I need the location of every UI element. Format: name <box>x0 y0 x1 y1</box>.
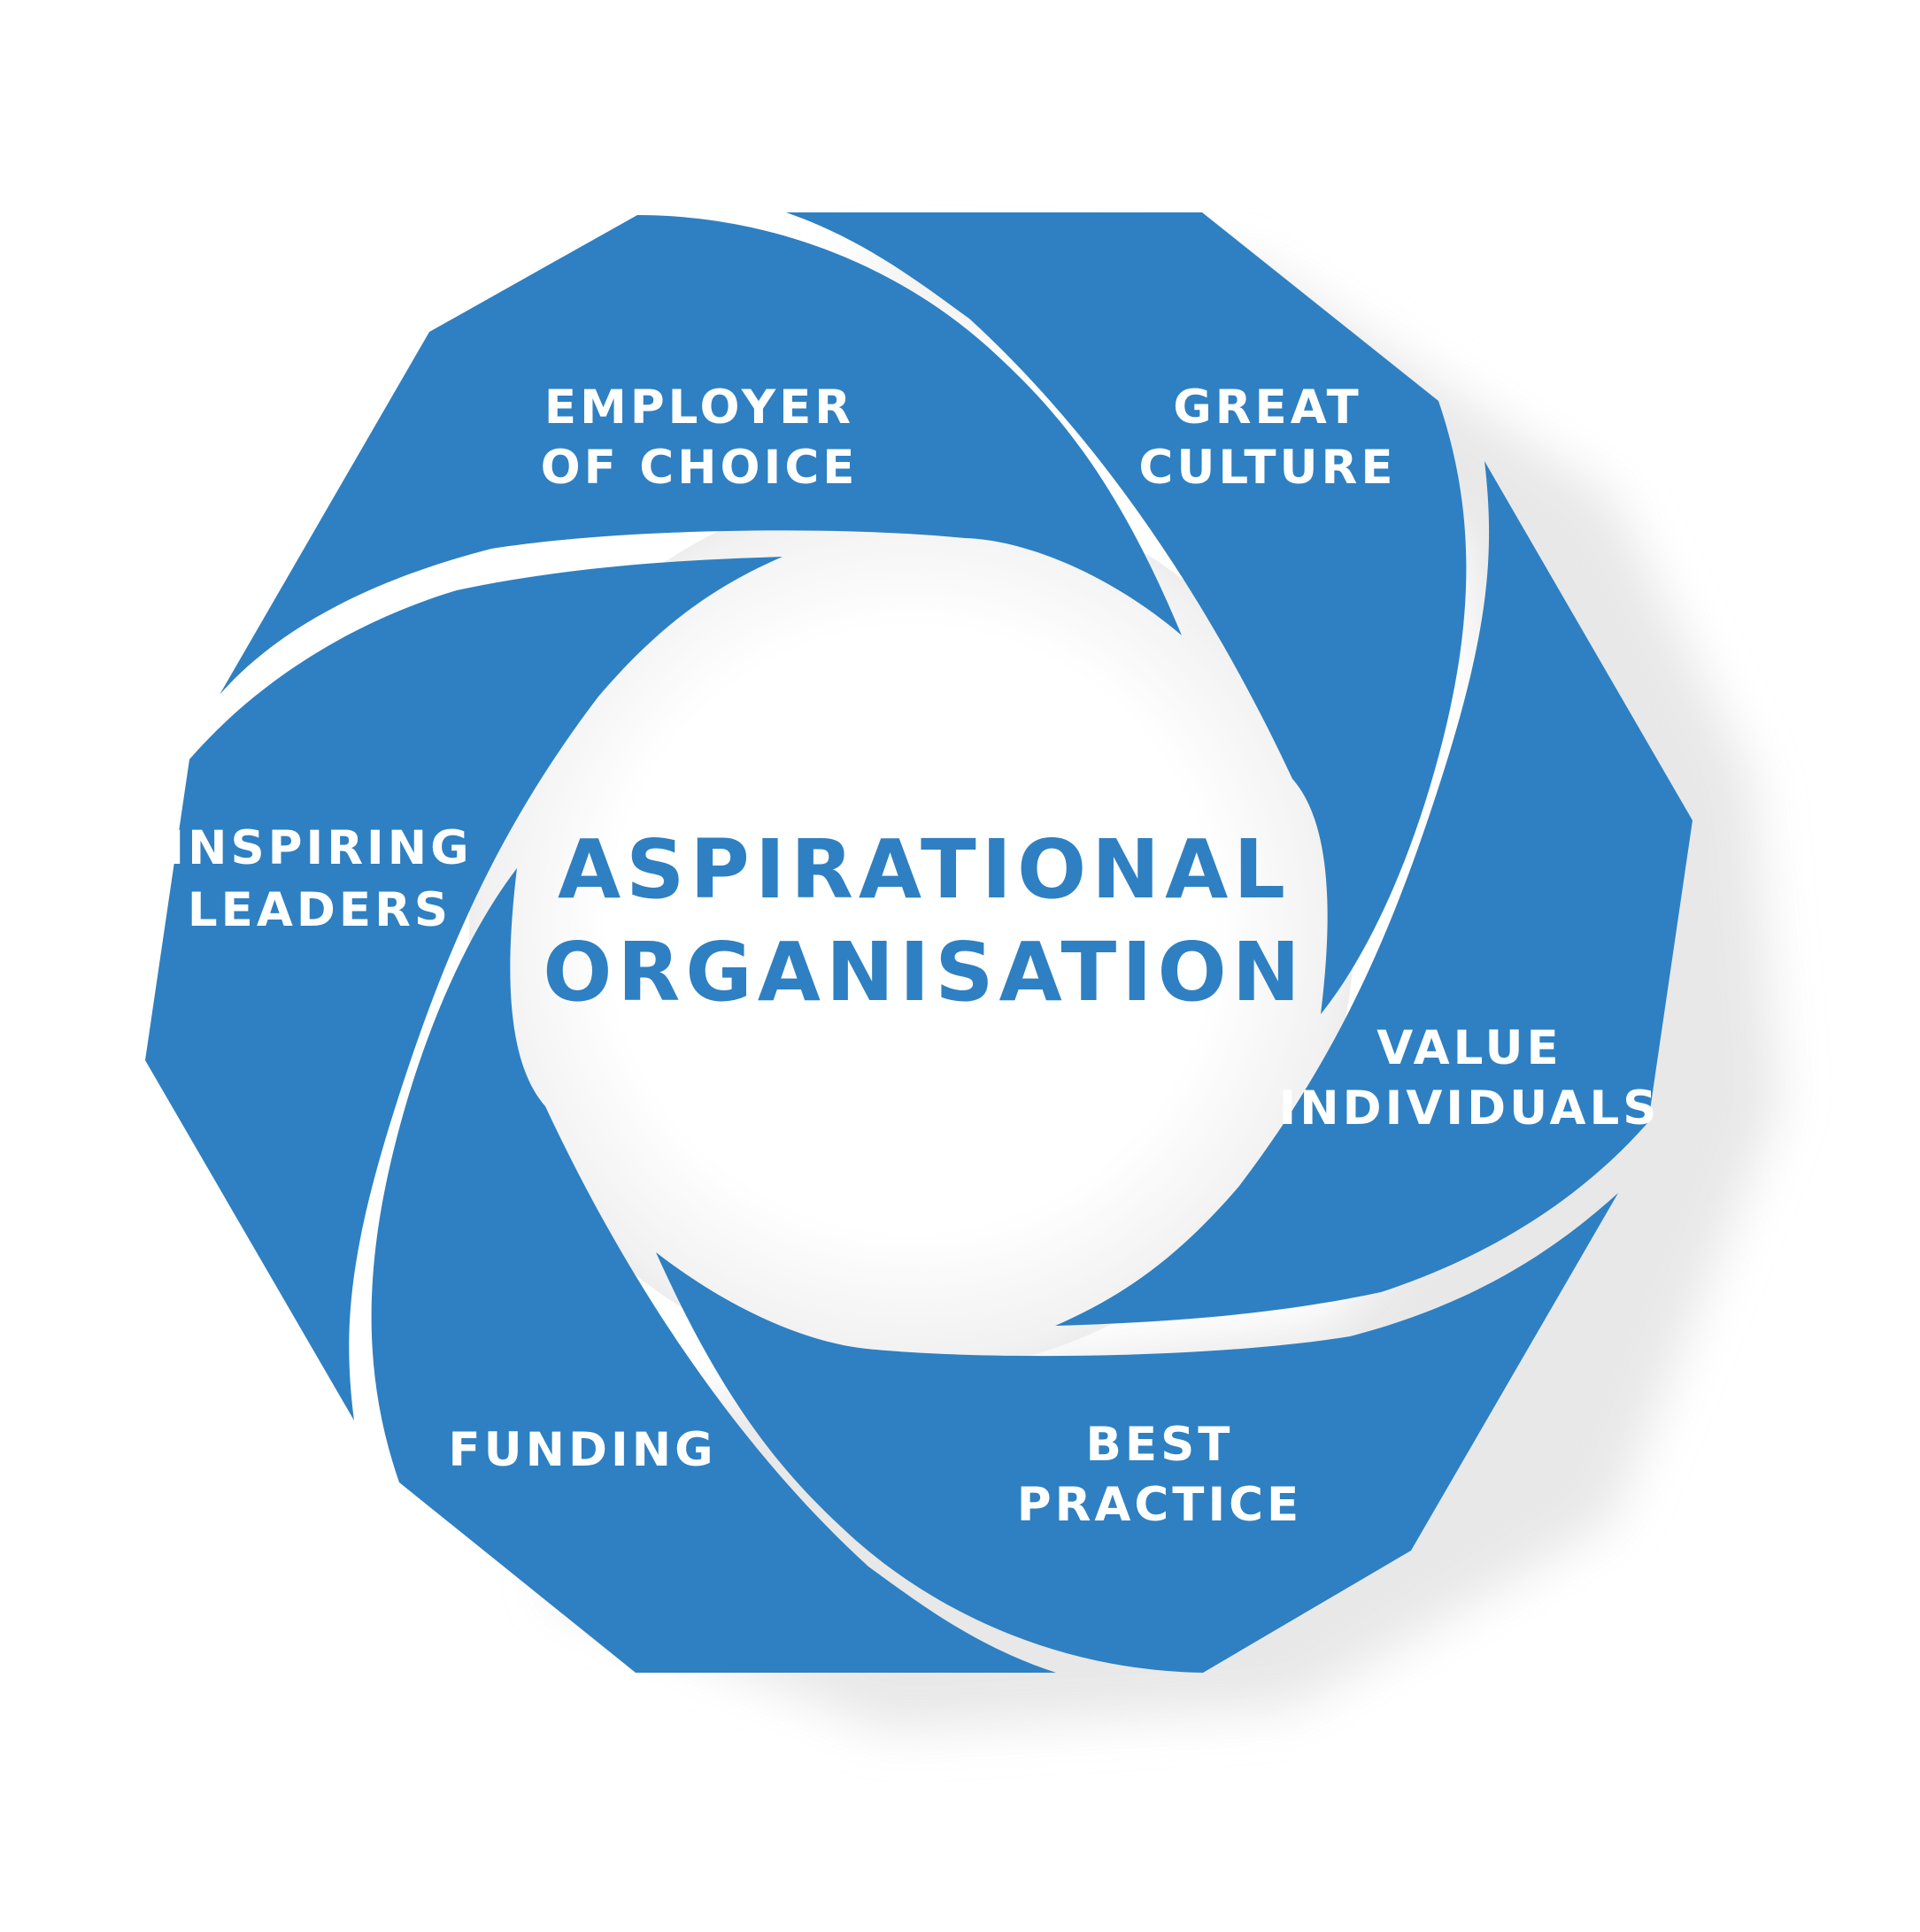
segment-label-line1: VALUE <box>1376 1021 1562 1075</box>
segment-label-line2: LEADERS <box>188 883 451 937</box>
label-great-culture: GREAT CULTURE <box>1138 381 1396 495</box>
segment-inspiring-leaders <box>145 557 783 1420</box>
segment-label-line1: GREAT <box>1173 381 1362 435</box>
segment-great-culture <box>786 212 1467 1014</box>
label-value-individuals: VALUE INDIVIDUALS <box>1279 1021 1661 1135</box>
segment-label-line2: OF CHOICE <box>541 441 859 495</box>
segment-label-line1: FUNDING <box>448 1423 716 1477</box>
center-title: ASPIRATIONAL ORGANISATION <box>543 822 1306 1020</box>
segment-value-individuals <box>1055 461 1693 1326</box>
segment-funding <box>371 868 1056 1673</box>
center-title-line2: ORGANISATION <box>543 925 1306 1020</box>
label-inspiring-leaders: INSPIRING LEADERS <box>166 821 472 937</box>
label-employer-of-choice: EMPLOYER OF CHOICE <box>541 381 859 495</box>
segment-best-practice <box>656 1193 1618 1673</box>
segment-label-line1: INSPIRING <box>166 821 472 875</box>
segment-labels: EMPLOYER OF CHOICE GREAT CULTURE VALUE I… <box>166 381 1661 1532</box>
segment-label-line1: EMPLOYER <box>544 381 854 435</box>
segment-employer-of-choice <box>220 215 1182 695</box>
segment-label-line2: INDIVIDUALS <box>1279 1081 1661 1135</box>
segments-group <box>145 212 1693 1673</box>
center-title-line1: ASPIRATIONAL <box>558 822 1291 917</box>
label-funding: FUNDING <box>448 1423 716 1477</box>
segment-label-line1: BEST <box>1086 1418 1234 1472</box>
segment-label-line2: CULTURE <box>1138 441 1396 495</box>
label-best-practice: BEST PRACTICE <box>1017 1418 1303 1532</box>
center-shadow <box>469 487 1354 1372</box>
segment-label-line2: PRACTICE <box>1017 1478 1303 1532</box>
